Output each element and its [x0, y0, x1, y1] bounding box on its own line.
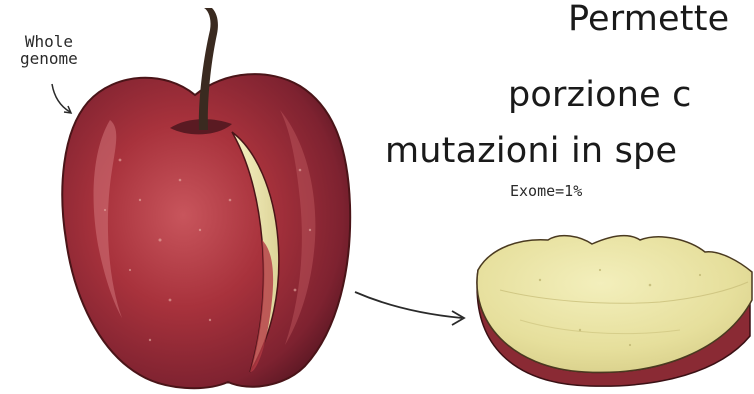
whole-genome-arrow-icon: [52, 84, 70, 112]
apple-illustration: [62, 8, 350, 388]
slide-text-line-2: porzione c: [508, 78, 692, 113]
arrow-icon: [355, 292, 464, 325]
slide-text-line-3: mutazioni in spe: [385, 134, 677, 169]
slide-text-line-1: Permette: [568, 2, 729, 37]
whole-genome-label-line-2: genome: [20, 51, 78, 68]
whole-genome-label: Whole genome: [20, 34, 78, 68]
apple-slice-illustration: [477, 236, 752, 387]
exome-label: Exome=1%: [510, 184, 582, 200]
